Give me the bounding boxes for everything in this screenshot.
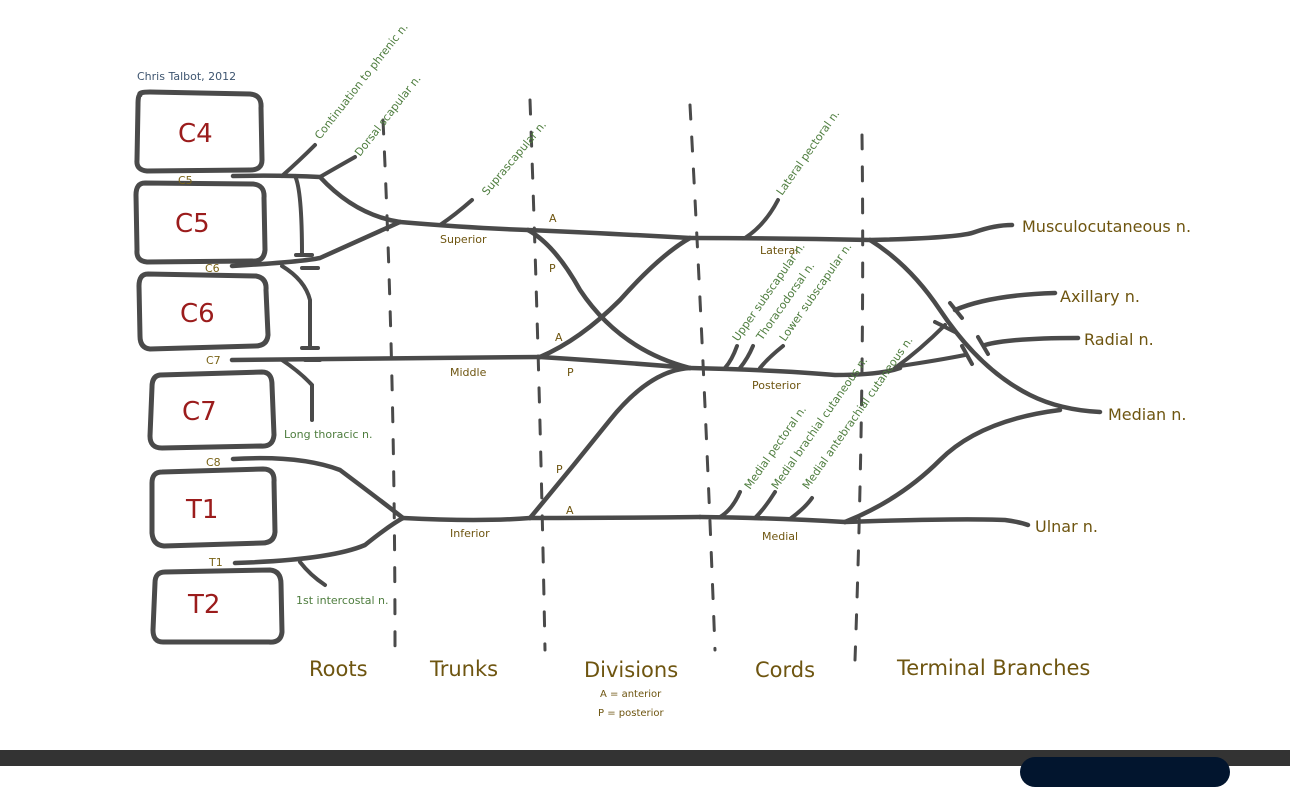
brachial-plexus-diagram: Chris Talbot, 2012 C4 C5 C6 C7 T1 T2 C5 … (133, 21, 1191, 719)
bottom-action-button[interactable] (1020, 757, 1230, 787)
branch-medial-pectoral (718, 490, 742, 519)
axillary-bar-inner (933, 320, 957, 334)
mark-middle-anterior: A (555, 331, 563, 344)
vertebra-c7: C7 (147, 369, 277, 451)
label-axillary: Axillary n. (1060, 287, 1140, 306)
vertebra-label: C5 (175, 209, 210, 239)
superior-anterior-division (525, 227, 693, 241)
mark-middle-posterior: P (567, 366, 574, 379)
section-cords: Cords (755, 658, 815, 682)
label-inferior-trunk: Inferior (450, 527, 490, 540)
label-first-intercostal: 1st intercostal n. (296, 594, 389, 607)
vertebra-c6: C6 (136, 271, 271, 352)
mark-superior-anterior: A (549, 212, 557, 225)
label-lateral-pectoral: Lateral pectoral n. (774, 108, 843, 198)
label-long-thoracic: Long thoracic n. (284, 428, 373, 441)
root-label-c5: C5 (178, 174, 193, 187)
vertebra-label: T1 (185, 495, 218, 525)
vertebra-t2: T2 (150, 567, 285, 645)
label-posterior-cord: Posterior (752, 379, 801, 392)
label-middle-trunk: Middle (450, 366, 487, 379)
divider-roots-trunks (381, 118, 397, 652)
root-t1 (232, 515, 406, 566)
author-credit: Chris Talbot, 2012 (137, 70, 236, 83)
vertebra-label: C7 (182, 397, 217, 427)
label-radial: Radial n. (1084, 330, 1154, 349)
label-lateral-cord: Lateral (760, 244, 798, 257)
root-label-c8: C8 (206, 456, 221, 469)
medial-to-median-root (842, 407, 1063, 525)
section-trunks: Trunks (429, 657, 498, 681)
ulnar-nerve (842, 517, 1031, 528)
label-suprascapular: Suprascapular n. (479, 118, 549, 198)
mark-inferior-anterior: A (566, 504, 574, 517)
superior-posterior-division (525, 227, 693, 371)
bottom-bar (0, 750, 1290, 766)
lateral-cord (687, 235, 873, 243)
branch-medial-brachial-cutaneous (753, 490, 777, 520)
section-divisions: Divisions (584, 658, 678, 682)
branch-phrenic (280, 143, 317, 178)
root-c7 (229, 354, 543, 363)
legend-posterior: P = posterior (598, 708, 665, 719)
legend-anterior: A = anterior (600, 689, 662, 700)
root-c6 (229, 219, 403, 269)
label-musculocutaneous: Musculocutaneous n. (1022, 217, 1191, 236)
inferior-anterior-division (527, 514, 703, 521)
lateral-to-median-root (867, 237, 1103, 415)
root-label-c7: C7 (206, 354, 221, 367)
mark-inferior-posterior: P (556, 463, 563, 476)
axillary-bar-outer (948, 301, 964, 320)
inferior-posterior-division (527, 365, 693, 521)
label-ulnar: Ulnar n. (1035, 517, 1098, 536)
posterior-to-radial (898, 353, 967, 368)
branch-thoracodorsal (738, 344, 755, 370)
branch-first-intercostal (298, 560, 327, 587)
divider-trunks-divisions (528, 98, 547, 652)
branch-suprascapular (438, 198, 474, 227)
radial-bar-inner (960, 344, 974, 366)
divider-cords-terminal (853, 133, 865, 662)
vertebra-t1: T1 (149, 466, 278, 549)
middle-anterior-division (537, 235, 693, 360)
radial-nerve (982, 335, 1081, 348)
label-median: Median n. (1108, 405, 1187, 424)
c5-to-long-thoracic (293, 174, 304, 257)
section-terminal-branches: Terminal Branches (896, 656, 1090, 680)
radial-bar-outer (976, 335, 990, 356)
vertebra-label: T2 (187, 590, 220, 620)
divider-divisions-cords (688, 103, 717, 652)
vertebra-label: C6 (180, 299, 215, 329)
vertebra-label: C4 (178, 119, 213, 149)
branch-lateral-pectoral (743, 198, 780, 240)
vertebra-c5: C5 (133, 180, 268, 265)
middle-posterior-division (537, 354, 693, 371)
c6-to-long-thoracic (280, 264, 312, 350)
inferior-trunk (400, 515, 533, 523)
posterior-cord (687, 365, 903, 378)
label-medial-cord: Medial (762, 530, 798, 543)
branch-lower-subscapular (758, 344, 785, 370)
root-label-c6: C6 (205, 262, 220, 275)
label-phrenic: Continuation to phrenic n. (312, 21, 411, 142)
root-label-t1: T1 (208, 556, 223, 569)
mark-superior-posterior: P (549, 262, 556, 275)
superior-trunk (397, 219, 531, 233)
branch-medial-antebrachial-cutaneous (788, 496, 814, 521)
c7-to-long-thoracic (280, 358, 314, 422)
label-superior-trunk: Superior (440, 233, 487, 246)
vertebra-c4: C4 (134, 89, 265, 174)
musculocutaneous-nerve (867, 222, 1015, 243)
section-roots: Roots (309, 657, 368, 681)
root-c8 (230, 455, 406, 521)
branch-dorsal-scapular (318, 155, 357, 179)
axillary-nerve (952, 290, 1058, 313)
branch-upper-subscapular (723, 344, 739, 370)
